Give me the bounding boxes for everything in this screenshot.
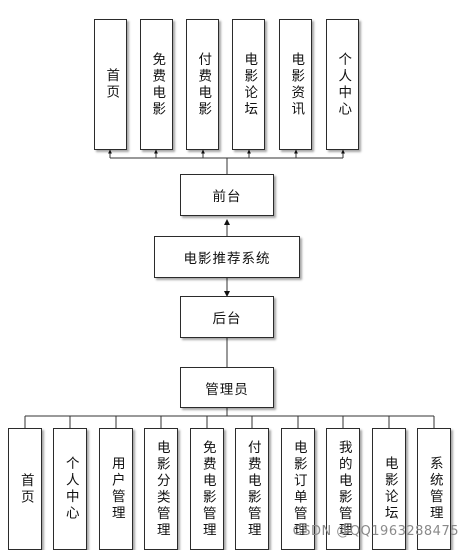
frontend-module-label: 电影资讯 [288,51,305,118]
frontend-module-label: 免费电影 [149,51,166,118]
admin-module-paid-movie-management: 付费电影管理 [235,428,269,550]
frontend-module-personal-center: 个人中心 [326,19,359,150]
frontend-node-label: 前台 [212,189,242,205]
backend-node: 后台 [180,296,274,338]
admin-module-label: 系统管理 [426,456,443,522]
admin-module-user-management: 用户管理 [99,428,133,550]
admin-module-home: 首页 [8,428,42,550]
frontend-module-home: 首页 [94,19,127,150]
admin-module-label: 电影分类管理 [153,439,170,539]
admin-module-label: 我的电影管理 [335,439,352,539]
frontend-module-label: 个人中心 [335,51,352,118]
admin-module-label: 个人中心 [62,456,79,522]
admin-node: 管理员 [180,367,274,408]
frontend-module-movie-forum: 电影论坛 [232,19,265,150]
admin-module-label: 免费电影管理 [199,439,216,539]
watermark-text: CSDN @QQ1963288475 [292,524,459,539]
admin-module-category-management: 电影分类管理 [144,428,178,550]
backend-node-label: 后台 [212,311,242,327]
admin-module-label: 电影论坛 [381,456,398,522]
admin-module-my-movie-management: 我的电影管理 [326,428,360,550]
admin-module-label: 电影订单管理 [290,439,307,539]
frontend-module-paid-movies: 付费电影 [186,19,219,150]
admin-module-free-movie-management: 免费电影管理 [190,428,224,550]
frontend-module-free-movies: 免费电影 [140,19,173,150]
admin-node-label: 管理员 [205,381,249,398]
admin-module-order-management: 电影订单管理 [281,428,315,550]
admin-module-personal-center: 个人中心 [53,428,87,550]
frontend-module-label: 电影论坛 [241,51,258,118]
frontend-module-label: 首页 [103,68,120,101]
frontend-module-movie-news: 电影资讯 [279,19,312,150]
admin-module-label: 首页 [17,472,34,506]
admin-module-label: 付费电影管理 [244,439,261,539]
frontend-module-label: 付费电影 [195,51,212,118]
admin-module-label: 用户管理 [108,456,125,522]
system-node-label: 电影推荐系统 [183,251,271,267]
frontend-node: 前台 [180,174,274,216]
system-node: 电影推荐系统 [154,236,300,278]
